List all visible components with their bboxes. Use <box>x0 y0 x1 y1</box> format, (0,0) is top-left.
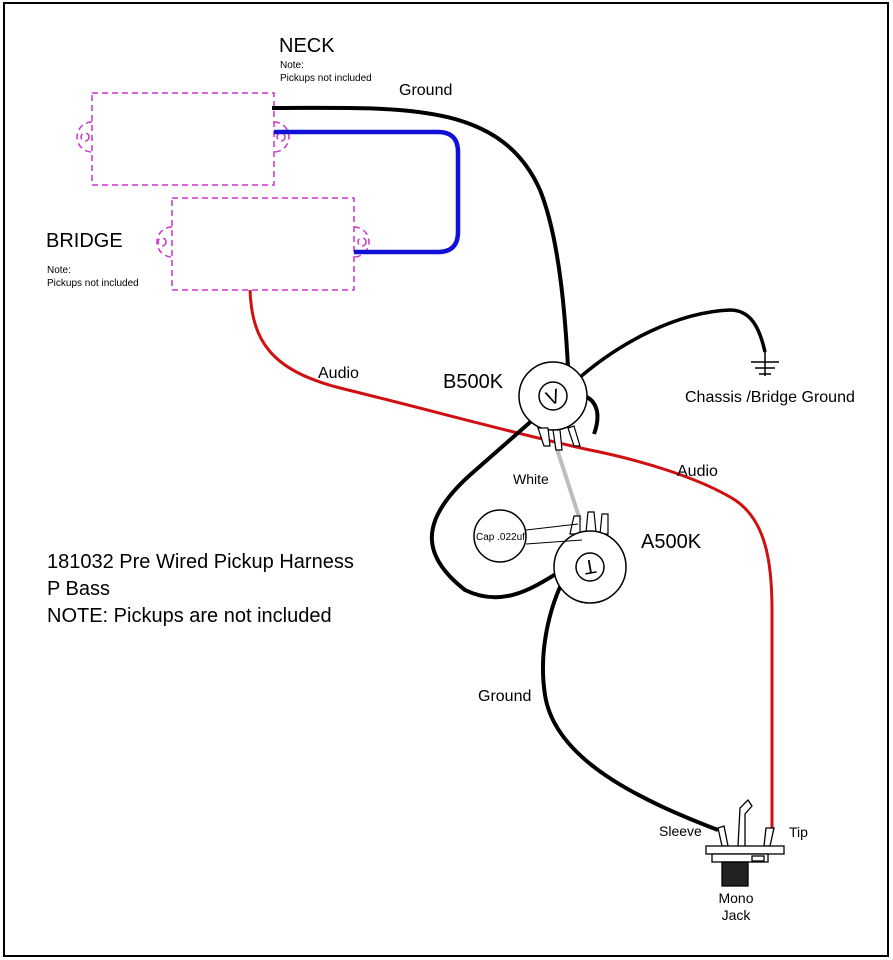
volume-pot-label: B500K <box>443 371 504 393</box>
jack-plate <box>705 845 785 855</box>
jack-name-line1: Mono <box>718 890 753 906</box>
ground-wire-neck <box>271 105 571 389</box>
ground-symbol-icon <box>751 348 779 376</box>
neck-pickup-left-screw <box>80 132 90 142</box>
neck-note-text: Pickups not included <box>280 73 372 84</box>
jack-thread <box>721 861 749 887</box>
capacitor-lead-2 <box>525 539 583 545</box>
bridge-label: BRIDGE <box>46 230 123 252</box>
volume-pot-lugs <box>537 425 581 451</box>
tone-pot-shaft <box>575 552 605 582</box>
bridge-pickup-right-screw <box>357 237 367 247</box>
neck-pickup-right-screw <box>276 132 286 142</box>
jack-name-line2: Jack <box>722 907 752 923</box>
bridge-note-text: Pickups not included <box>47 278 139 289</box>
tone-pot-symbol: T <box>582 554 598 578</box>
neck-pickup <box>76 92 290 186</box>
volume-pot-shaft <box>538 381 568 411</box>
chassis-ground-label: Chassis /Bridge Ground <box>685 389 855 406</box>
diagram-frame <box>3 2 889 957</box>
audio-left-label: Audio <box>318 365 359 382</box>
ground-wire-jack <box>541 564 719 832</box>
ground-top-label: Ground <box>399 82 452 99</box>
jack-sleeve-lug <box>717 825 729 847</box>
capacitor-label: Cap .022uf <box>476 532 525 543</box>
capacitor <box>473 509 583 563</box>
jack-tip-spring <box>737 798 753 847</box>
white-wire <box>554 445 582 521</box>
ground-bottom-label: Ground <box>478 688 531 705</box>
jack-tip-label: Tip <box>789 824 808 840</box>
capacitor-body <box>473 509 527 563</box>
volume-pot <box>518 361 588 451</box>
neck-pickup-right-lug <box>273 121 290 153</box>
blue-wire <box>274 129 461 255</box>
white-wire-label: White <box>513 471 549 487</box>
bridge-pickup-left-screw <box>157 237 167 247</box>
bridge-note-heading: Note: <box>47 265 71 276</box>
tone-pot-label: A500K <box>641 531 702 553</box>
tone-pot <box>553 511 627 604</box>
title-line-1: 181032 Pre Wired Pickup Harness <box>47 551 354 573</box>
chassis-ground-wire <box>568 308 767 388</box>
audio-right-label: Audio <box>677 463 718 480</box>
neck-label: NECK <box>279 35 335 57</box>
neck-note-heading: Note: <box>280 60 304 71</box>
jack-tip-lug <box>763 827 775 847</box>
audio-wire <box>248 289 774 832</box>
neck-pickup-body <box>91 92 275 186</box>
bridge-pickup-right-lug <box>353 226 370 258</box>
capacitor-lead-1 <box>525 523 579 531</box>
jack-sleeve-label: Sleeve <box>659 823 702 839</box>
bridge-pickup-body <box>171 197 355 291</box>
bridge-pickup <box>156 197 370 291</box>
title-line-3: NOTE: Pickups are not included <box>47 605 332 627</box>
jack-tab <box>751 855 765 862</box>
mono-jack-icon <box>705 798 785 887</box>
bridge-pickup-left-lug <box>156 226 173 258</box>
title-line-2: P Bass <box>47 578 110 600</box>
neck-pickup-left-lug <box>76 121 93 153</box>
